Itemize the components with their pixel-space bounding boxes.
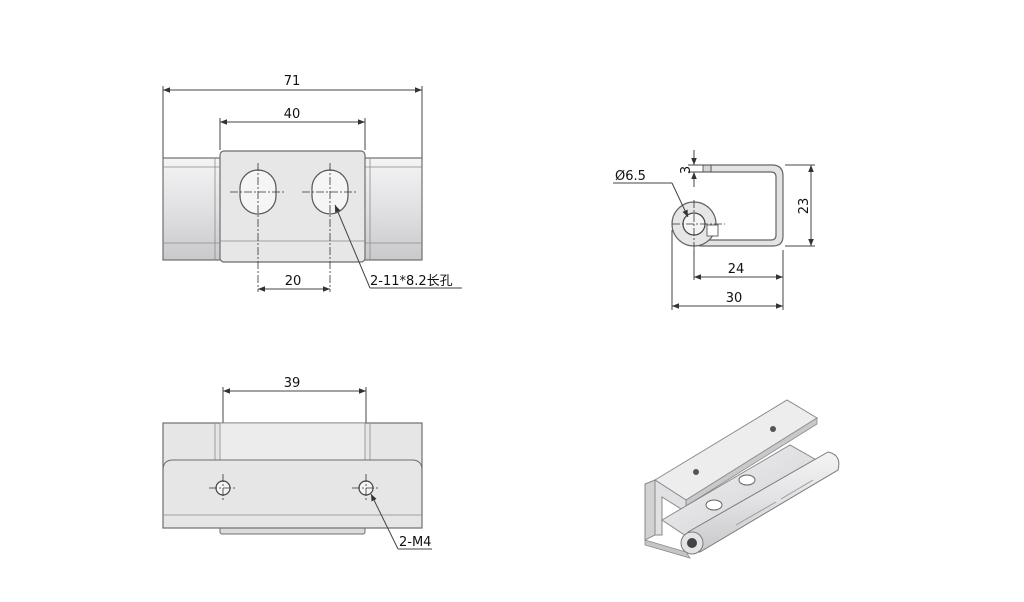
dim-height: 23	[785, 164, 815, 247]
side-view: Ø6.5 3 23 24 30	[613, 150, 815, 310]
hole-right	[352, 474, 380, 502]
dim-leaf-width-label: 40	[284, 107, 301, 122]
hinge-3d-render-icon	[644, 399, 840, 559]
dim-outer-width: 30	[671, 230, 783, 310]
dim-leaf-width: 40	[219, 107, 366, 150]
dim-hole-diameter: Ø6.5	[613, 169, 689, 218]
hinge-profile	[671, 164, 784, 250]
dim-overall-width-label: 71	[284, 74, 301, 89]
dim-overall-width: 71	[162, 74, 423, 158]
slot-callout: 2-11*8.2长孔	[334, 204, 462, 289]
slot-left	[230, 163, 286, 292]
slot-callout-label: 2-11*8.2长孔	[370, 274, 453, 289]
dim-outer-width-label: 30	[726, 291, 743, 306]
dim-hole-diameter-label: Ø6.5	[615, 169, 646, 184]
hole-callout-label: 2-M4	[399, 535, 431, 550]
hinge-body-bottom	[162, 422, 423, 535]
dim-hole-pitch-label: 39	[284, 376, 301, 391]
dim-slot-pitch: 20	[258, 274, 330, 292]
dim-thickness: 3	[679, 150, 711, 187]
dim-height-label: 23	[797, 198, 812, 215]
hole-callout: 2-M4	[370, 493, 432, 550]
top-view: 71 40	[162, 74, 462, 292]
dim-inner-width: 24	[693, 250, 784, 310]
dim-slot-pitch-label: 20	[285, 274, 302, 289]
hole-left	[209, 474, 237, 502]
dim-inner-width-label: 24	[728, 262, 745, 277]
slot-right	[302, 163, 358, 292]
bottom-view: 39 2-M4	[162, 376, 432, 550]
dim-thickness-label: 3	[679, 166, 694, 174]
